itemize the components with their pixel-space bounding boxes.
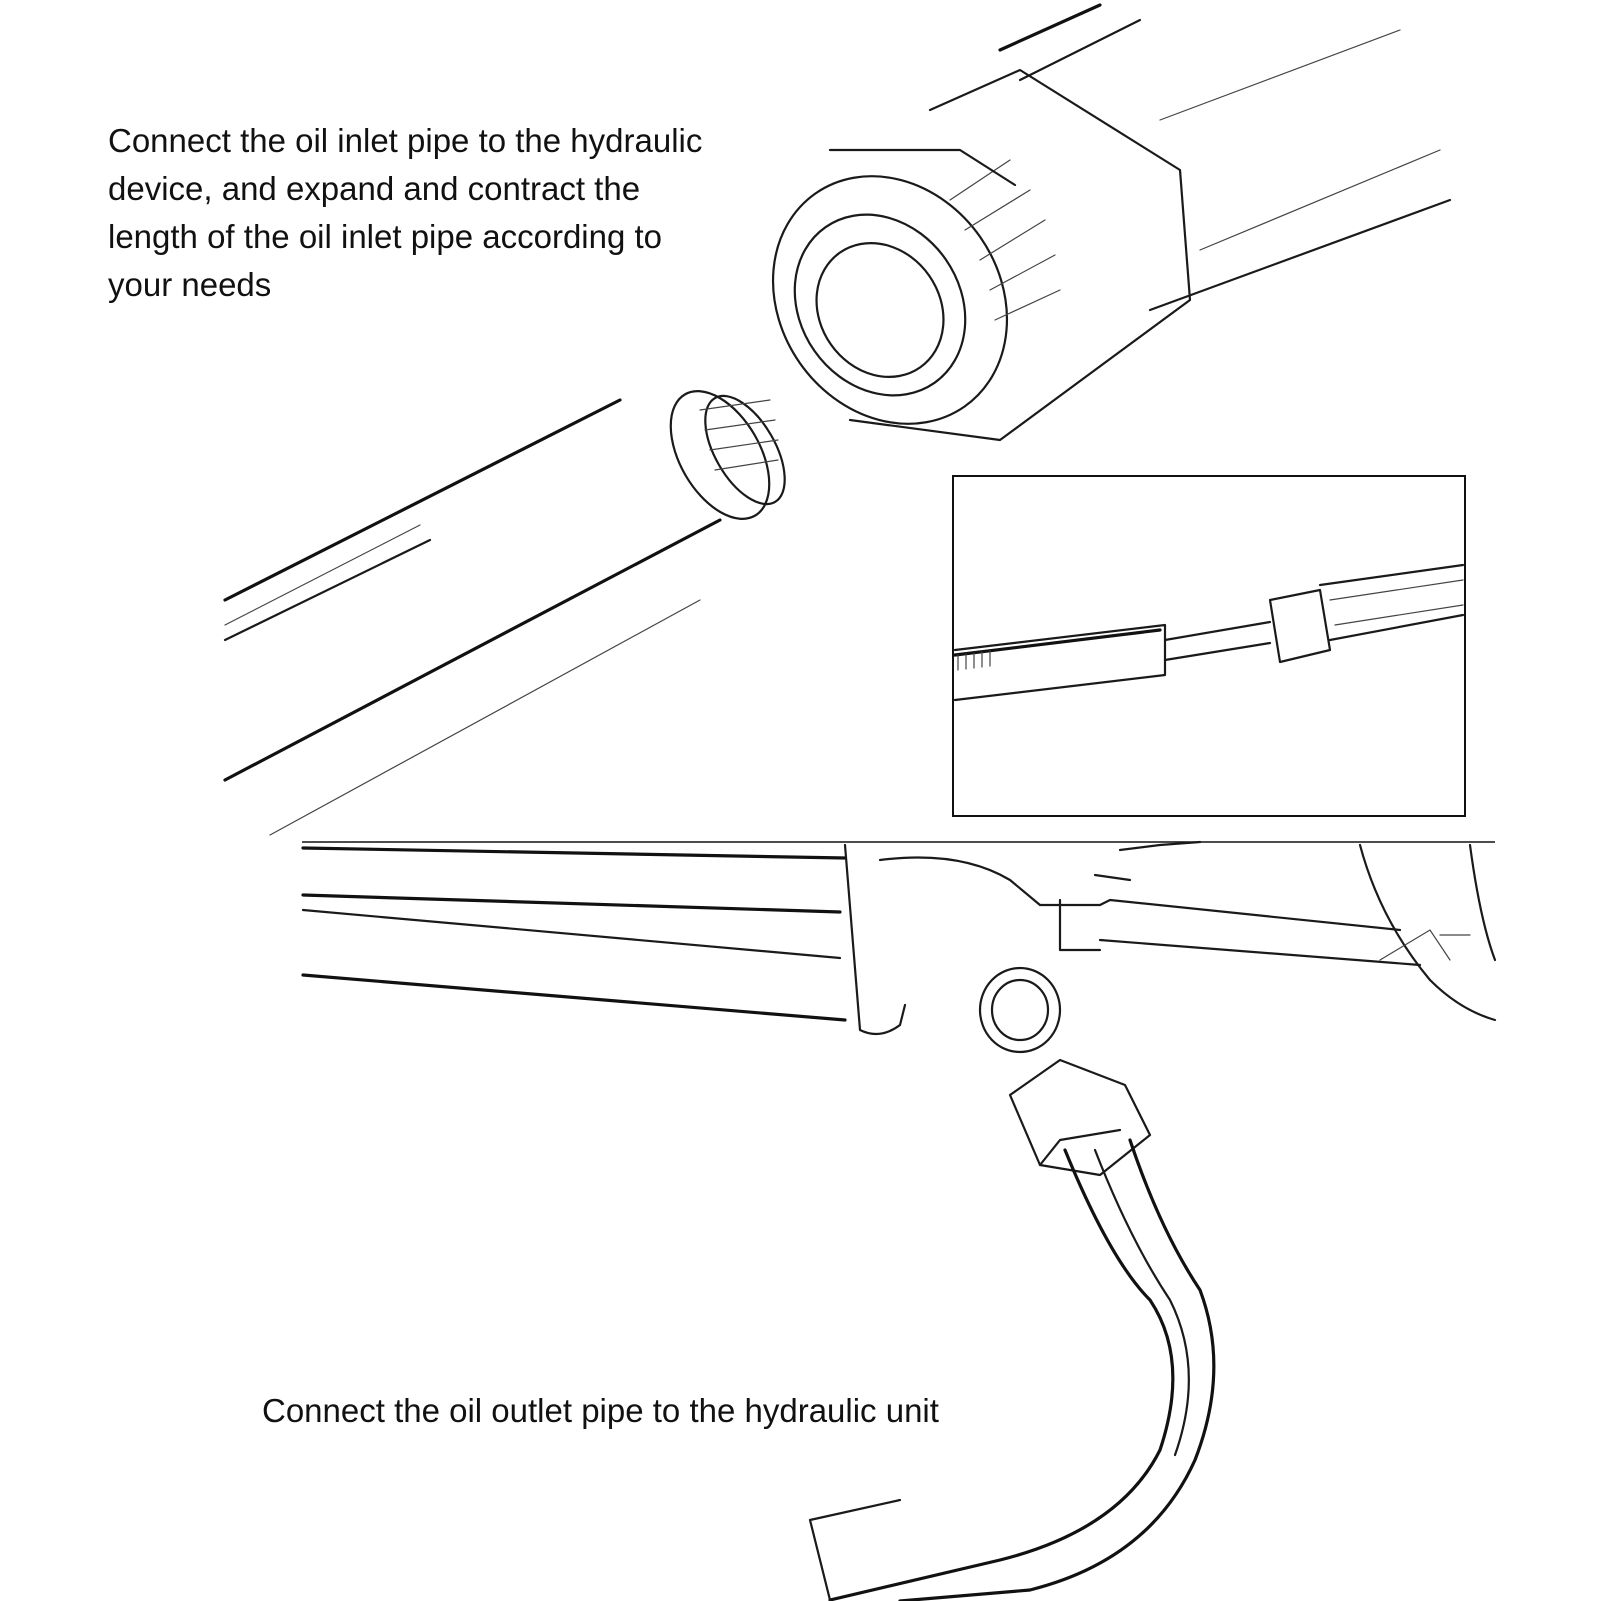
oil-outlet-pipe xyxy=(808,1058,1216,1601)
inlet-caption-line-1: Connect the oil inlet pipe to the hydrau… xyxy=(108,122,703,159)
inlet-caption-line-4: your needs xyxy=(108,266,272,303)
hydraulic-unit-body xyxy=(301,840,1497,1054)
hydraulic-cylinder-body xyxy=(848,3,1452,442)
outlet-instruction-caption: Connect the oil outlet pipe to the hydra… xyxy=(262,1392,939,1429)
inlet-caption-line-3: length of the oil inlet pipe according t… xyxy=(108,218,663,255)
threaded-coupling-nut xyxy=(771,148,1061,425)
inlet-caption-line-2: device, and expand and contract the xyxy=(108,170,641,207)
telescoping-pipe-inset xyxy=(952,475,1466,817)
oil-inlet-pipe xyxy=(223,390,786,836)
inlet-instruction-caption: Connect the oil inlet pipe to the hydrau… xyxy=(108,117,702,309)
